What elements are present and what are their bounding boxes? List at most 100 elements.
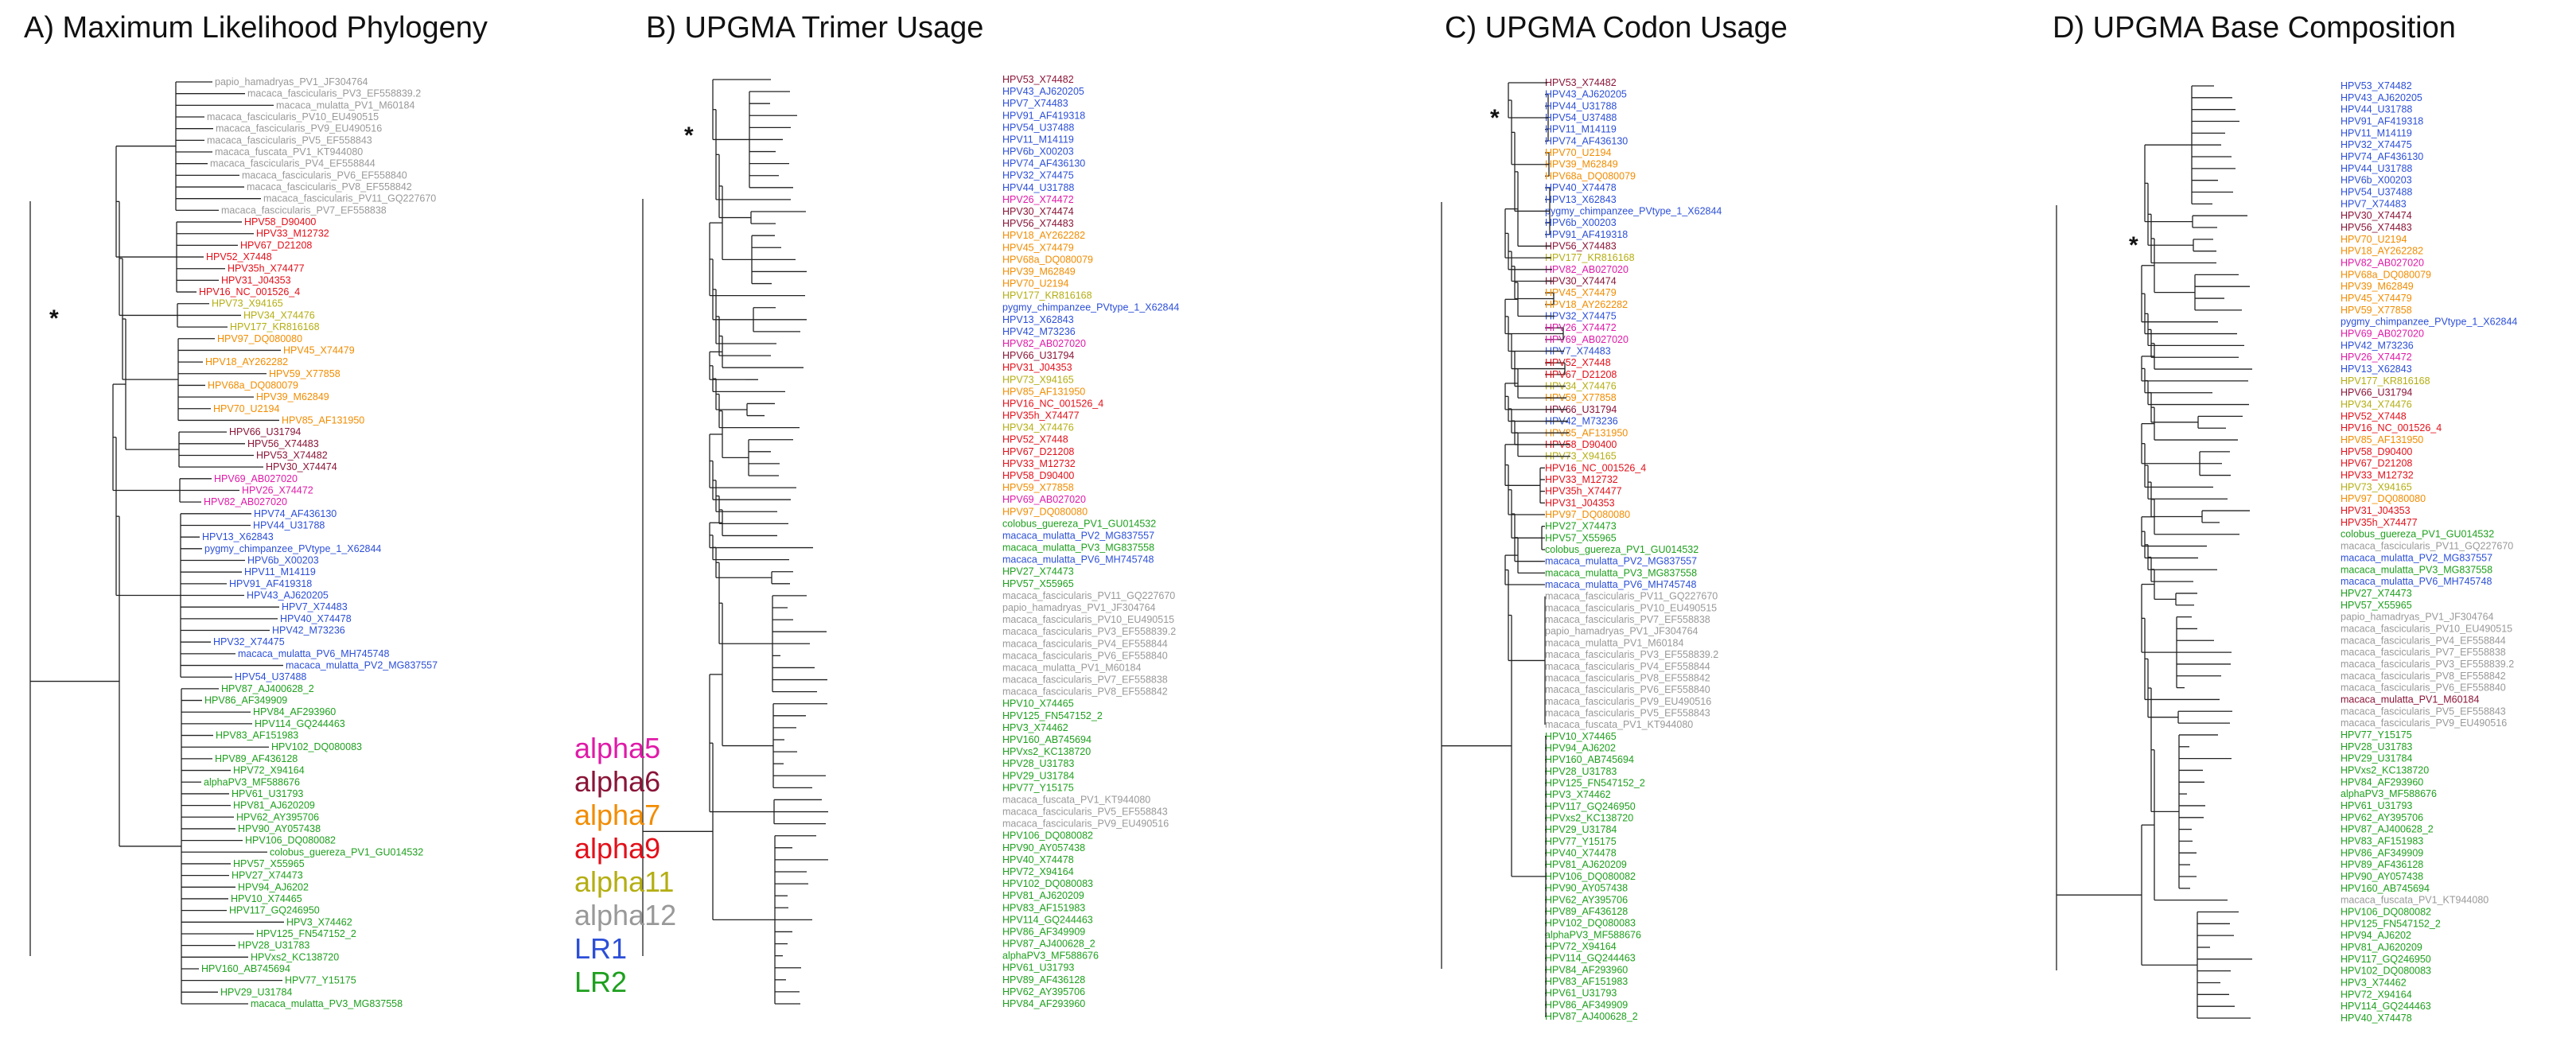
leaf-label: macaca_fascicularis_PV9_EU490516 [216, 123, 382, 134]
panel-title-b: B) UPGMA Trimer Usage [646, 11, 984, 45]
leaf-label: HPV58_D90400 [1002, 470, 1074, 481]
leaf-label: HPV28_U31783 [238, 940, 309, 951]
leaf-label: HPV70_U2194 [1545, 147, 1611, 158]
leaf-label: colobus_guereza_PV1_GU014532 [270, 846, 423, 857]
leaf-label: HPV39_M62849 [2341, 281, 2414, 292]
legend-alpha11: alpha11 [574, 865, 675, 898]
leaf-label: HPV30_X74474 [1002, 206, 1074, 217]
leaf-label: HPV86_AF349909 [204, 695, 287, 706]
leaf-label: HPV44_U31788 [1002, 182, 1074, 193]
leaf-label: HPVxs2_KC138720 [251, 951, 339, 962]
leaf-label: HPV30_X74474 [266, 461, 337, 472]
leaf-label: HPV13_X62843 [202, 531, 274, 542]
leaf-label: HPV33_M12732 [1002, 458, 1076, 469]
leaf-label: HPV56_X74483 [2341, 222, 2412, 233]
leaf-label: HPV34_X74476 [2341, 399, 2412, 410]
leaf-label: HPV32_X74475 [1002, 170, 1074, 181]
leaf-label: HPV89_AF436128 [1002, 974, 1085, 986]
leaf-label: HPV77_Y15175 [285, 975, 356, 986]
leaf-label: HPV44_U31788 [2341, 104, 2412, 115]
tree-panel-c: HPV53_X74482HPV43_AJ620205HPV44_U31788HP… [1441, 77, 1722, 1022]
leaf-label: HPV61_U31793 [2341, 800, 2412, 811]
leaf-label: HPV177_KR816168 [230, 321, 320, 332]
leaf-label: macaca_fascicularis_PV7_EF558838 [2341, 647, 2506, 658]
leaf-label: HPV52_X7448 [2341, 410, 2407, 422]
leaf-label: HPV125_FN547152_2 [256, 928, 356, 939]
tree-panel-a: papio_hamadryas_PV1_JF304764macaca_fasci… [29, 76, 438, 1009]
leaf-label: HPV66_U31794 [1545, 404, 1617, 415]
leaf-label: HPV84_AF293960 [1002, 998, 1085, 1009]
panel-title-c: C) UPGMA Codon Usage [1445, 11, 1788, 45]
leaf-label: HPV6b_X00203 [2341, 175, 2412, 186]
leaf-label: HPV94_AJ6202 [2341, 930, 2411, 941]
leaf-label: HPV72_X94164 [2341, 989, 2412, 1000]
legend-alpha7: alpha7 [574, 799, 661, 831]
leaf-label: HPV53_X74482 [1545, 77, 1617, 88]
leaf-label: HPV83_AF151983 [1545, 976, 1628, 987]
leaf-label: HPV57_X55965 [1002, 578, 1074, 589]
leaf-label: HPV67_D21208 [240, 239, 312, 251]
leaf-label: HPV53_X74482 [256, 449, 328, 461]
leaf-label: macaca_mulatta_PV3_MG837558 [1545, 567, 1697, 578]
leaf-label: HPV43_AJ620205 [2341, 92, 2422, 103]
leaf-label: alphaPV3_MF588676 [2341, 788, 2437, 799]
leaf-label: HPV67_D21208 [1545, 369, 1617, 380]
leaf-label: macaca_fascicularis_PV9_EU490516 [1545, 696, 1711, 707]
leaf-label: HPV34_X74476 [1002, 422, 1074, 433]
leaf-label: HPV27_X74473 [1002, 566, 1074, 577]
leaf-label: HPV72_X94164 [1002, 866, 1074, 877]
leaf-label: HPV97_DQ080080 [2341, 493, 2426, 504]
leaf-label: macaca_mulatta_PV6_MH745748 [1545, 579, 1696, 590]
leaf-label: HPV52_X7448 [206, 251, 272, 262]
leaf-label: HPV62_AY395706 [1545, 894, 1628, 905]
leaf-label: macaca_fascicularis_PV4_EF558844 [1545, 661, 1710, 672]
leaf-label: HPV84_AF293960 [2341, 776, 2423, 787]
leaf-label: macaca_fuscata_PV1_KT944080 [2341, 895, 2488, 906]
leaf-label: HPV27_X74473 [2341, 588, 2412, 599]
leaf-label: macaca_fascicularis_PV10_EU490515 [207, 111, 379, 122]
leaf-label: macaca_mulatta_PV3_MG837558 [251, 998, 403, 1009]
leaf-label: HPV54_U37488 [1002, 122, 1074, 133]
leaf-label: HPV160_AB745694 [1002, 734, 1091, 745]
legend-alpha9: alpha9 [574, 832, 661, 865]
leaf-label: HPV85_AF131950 [1002, 386, 1085, 397]
leaf-label: macaca_fascicularis_PV5_EF558843 [1545, 707, 1710, 718]
leaf-label: HPV3_X74462 [286, 916, 352, 927]
leaf-label: HPV30_X74474 [2341, 210, 2412, 221]
leaf-label: pygmy_chimpanzee_PVtype_1_X62844 [204, 543, 381, 554]
leaf-label: HPV90_AY057438 [2341, 871, 2423, 882]
leaf-label: macaca_fascicularis_PV8_EF558842 [2341, 671, 2506, 682]
leaf-label: HPV3_X74462 [2341, 977, 2407, 988]
leaf-label: HPV125_FN547152_2 [1545, 778, 1645, 789]
leaf-label: alphaPV3_MF588676 [1002, 951, 1099, 962]
leaf-label: HPV61_U31793 [1002, 962, 1074, 974]
leaf-label: HPV30_X74474 [1545, 275, 1617, 286]
leaf-label: macaca_fascicularis_PV6_EF558840 [1545, 684, 1710, 695]
leaf-label: HPV31_J04353 [1002, 362, 1072, 373]
leaf-label: HPV32_X74475 [213, 636, 285, 647]
leaf-label: HPV26_X74472 [1002, 194, 1074, 205]
leaf-label: HPV56_X74483 [1545, 240, 1617, 251]
leaf-label: macaca_mulatta_PV1_M60184 [2341, 694, 2479, 705]
leaf-label: HPV69_AB027020 [1002, 494, 1086, 505]
leaf-label: HPV114_GQ244463 [255, 718, 345, 729]
leaf-label: HPV62_AY395706 [1002, 986, 1085, 997]
leaf-label: HPV85_AF131950 [1545, 427, 1628, 438]
leaf-label: HPV125_FN547152_2 [2341, 918, 2441, 929]
leaf-label: HPV45_X74479 [283, 344, 355, 356]
leaf-label: HPVxs2_KC138720 [1002, 746, 1091, 757]
leaf-label: HPV40_X74478 [1545, 182, 1617, 193]
leaf-label: HPV29_U31784 [220, 986, 292, 997]
leaf-label: HPV102_DQ080083 [1002, 878, 1093, 889]
leaf-label: HPV40_X74478 [280, 613, 352, 624]
leaf-label: HPV43_AJ620205 [247, 590, 329, 601]
legend-alpha5: alpha5 [574, 732, 661, 764]
leaf-label: HPV94_AJ6202 [1545, 742, 1616, 753]
leaf-label: HPV10_X74465 [1545, 731, 1617, 742]
leaf-label: HPV177_KR816168 [1545, 252, 1635, 263]
leaf-label: HPV160_AB745694 [1545, 754, 1634, 765]
leaf-label: HPV81_AJ620209 [2341, 942, 2422, 953]
leaf-label: HPV91_AF419318 [1002, 110, 1085, 121]
leaf-label: HPV90_AY057438 [1002, 842, 1085, 853]
